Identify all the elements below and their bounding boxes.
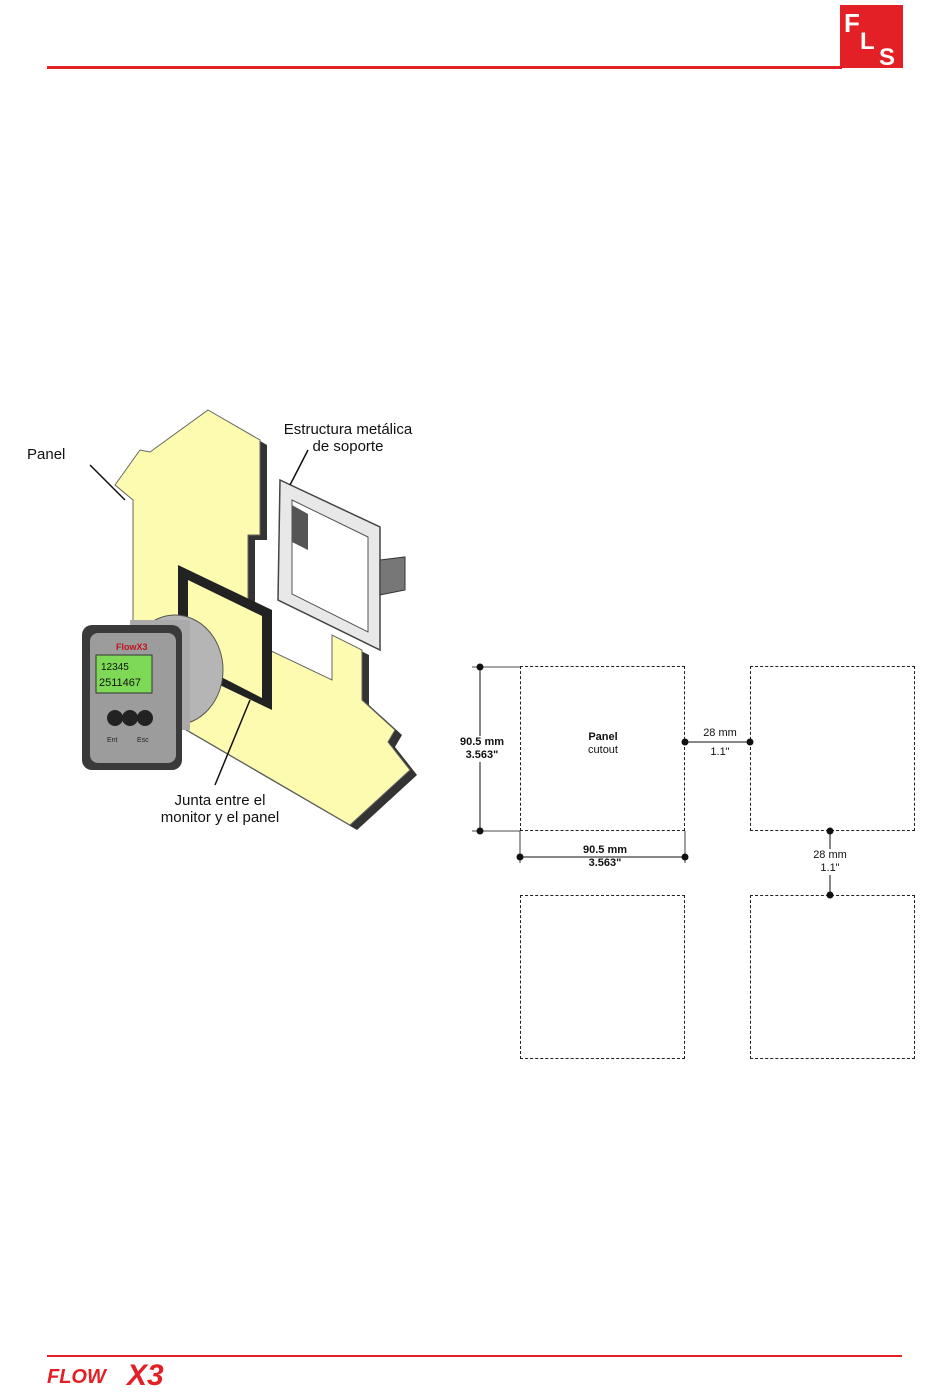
device-key-left [107,710,123,726]
cutout-bottom-right [750,895,915,1059]
cutout-label-line-1: Panel [563,731,643,744]
display-line-1: 12345 [101,662,129,673]
width-mm: 90.5 mm [572,844,638,857]
hgap-label-bottom: 1.1" [690,746,750,759]
gasket-label-line-2: monitor y el panel [140,809,300,826]
fls-logo-s: S [879,44,895,68]
device-brand: FlowX3 [116,642,148,652]
width-label: 90.5 mm 3.563" [572,844,638,870]
cutout-label-line-2: cutout [563,744,643,757]
key-right-label: Esc [137,737,149,744]
display-line-2: 2511467 [99,677,141,689]
gasket-label: Junta entre el monitor y el panel [140,792,300,826]
frame-leader [290,450,308,485]
fls-logo-f: F [844,8,860,38]
panel-label: Panel [27,446,65,463]
vgap-dot-top [827,828,834,835]
fls-logo-l: L [860,28,875,55]
hgap-label-top: 28 mm [690,727,750,740]
vgap-dot-bottom [827,892,834,899]
device-key-mid [122,710,138,726]
frame-clip [380,557,405,595]
device-key-right [137,710,153,726]
flowx3-logo-flow: FLOW [47,1366,108,1387]
cutout-bottom-left [520,895,685,1059]
height-mm: 90.5 mm [452,736,512,749]
height-in: 3.563" [452,749,512,762]
mounting-illustration: FlowX3 12345 2511467 Ent Esc [60,400,440,840]
height-label: 90.5 mm 3.563" [452,736,512,762]
width-dot-right [682,854,689,861]
header-rule [47,66,842,69]
width-dot-left [517,854,524,861]
width-in: 3.563" [572,857,638,870]
vgap-in: 1.1" [800,862,860,875]
flowx3-logo-x3: X3 [125,1359,164,1387]
vgap-label: 28 mm 1.1" [800,849,860,875]
cutout-label: Panel cutout [563,731,643,757]
vgap-mm: 28 mm [800,849,860,862]
gasket-label-line-1: Junta entre el [140,792,300,809]
frame-label-line-2: de soporte [268,438,428,455]
device-face [90,633,176,763]
frame-label-line-1: Estructura metálica [268,421,428,438]
flowx3-logo: FLOW X3 [45,1357,195,1387]
frame-label: Estructura metálica de soporte [268,421,428,455]
key-left-label: Ent [107,737,118,744]
hgap-dot-left [682,739,689,746]
height-dot-top [477,664,484,671]
height-dot-bottom [477,828,484,835]
fls-logo: F L S [840,5,903,68]
